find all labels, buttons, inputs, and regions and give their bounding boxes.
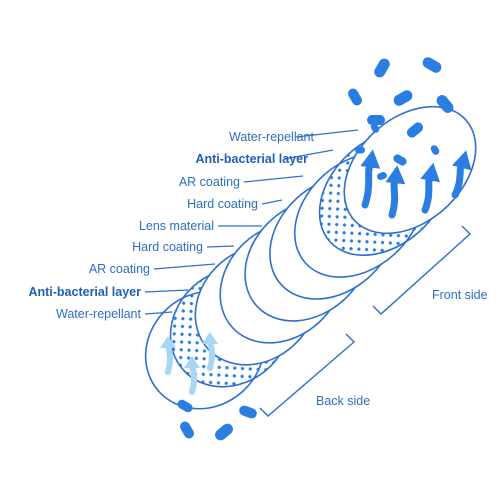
bacteria-icon — [436, 95, 454, 113]
layer-label-front-water-repellant: Water-repellant — [229, 130, 314, 144]
leader-line — [144, 311, 173, 315]
faint-arrow-icon — [160, 336, 176, 375]
bacteria-icon — [239, 405, 257, 419]
leader-line — [206, 245, 235, 248]
bacteria-icon — [370, 123, 380, 133]
front-side-bracket — [372, 225, 472, 315]
bacteria-icon — [406, 122, 424, 138]
bacteria-icon — [355, 146, 365, 154]
repel-arrow-icon — [420, 162, 441, 214]
layer-label-lens-material: Lens material — [138, 219, 214, 233]
layer-label-back-water-repellant: Water-repellant — [56, 307, 141, 321]
bacteria-icon — [393, 154, 407, 166]
bacteria-icon — [180, 421, 194, 439]
back-side-label: Back side — [316, 394, 371, 408]
layer-label-back-ar-coating: AR coating — [88, 262, 150, 276]
leader-line — [243, 175, 304, 183]
repel-arrow-icon — [385, 165, 406, 219]
bacteria-icon — [377, 171, 387, 181]
repel-arrow-icon — [360, 149, 381, 209]
bacteria-icon — [374, 58, 390, 78]
bacteria-icon — [430, 145, 440, 155]
front-side-label: Front side — [432, 288, 488, 302]
leader-line — [283, 149, 334, 160]
bacteria-icon — [177, 399, 193, 413]
layer-label-back-hard-coating: Hard coating — [132, 240, 203, 254]
faint-arrow-icon — [184, 356, 200, 395]
layer-label-front-anti-bacterial: Anti-bacterial layer — [195, 152, 308, 166]
back-side-bracket — [259, 333, 356, 417]
bacteria-icon — [215, 423, 233, 441]
bacteria-icon — [348, 88, 362, 106]
leader-line — [261, 199, 283, 205]
bacteria-icon — [422, 57, 442, 73]
layer-label-front-hard-coating: Hard coating — [187, 197, 258, 211]
layer-label-back-anti-bacterial: Anti-bacterial layer — [28, 285, 141, 299]
layer-label-front-ar-coating: AR coating — [178, 175, 240, 189]
bacteria-icon — [367, 115, 385, 125]
bacteria-icon — [393, 90, 413, 106]
leader-line — [153, 263, 216, 270]
leader-line — [144, 289, 189, 293]
leader-line — [295, 129, 359, 138]
repel-arrow-icon — [451, 150, 472, 199]
faint-arrow-icon — [202, 332, 218, 371]
